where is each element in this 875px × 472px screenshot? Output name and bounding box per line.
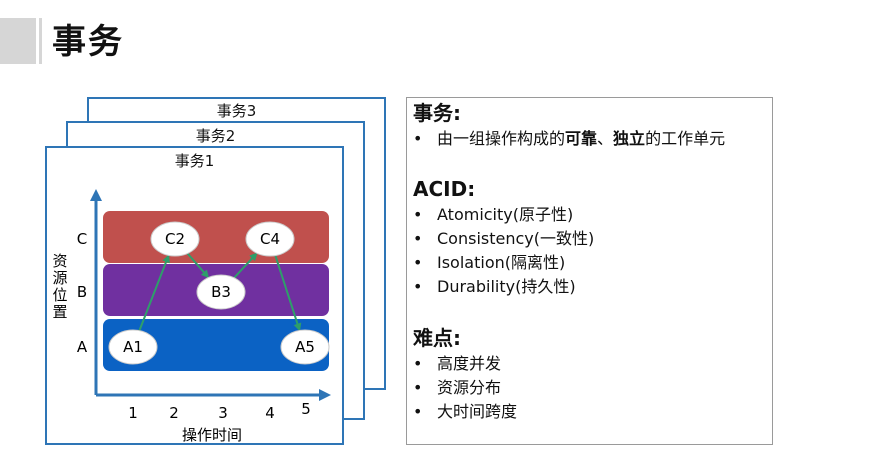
y-tick-label: B [77,283,87,301]
section-title-difficulties: 难点: [413,326,461,350]
y-tick-label: C [77,230,87,248]
difficulty-item: •大时间跨度 [413,402,518,421]
acid-item: •Atomicity(原子性) [413,205,574,224]
x-tick-label: 5 [301,400,311,418]
x-axis-label: 操作时间 [182,426,242,444]
bullet-dot: • [413,129,423,148]
transaction-definition: •由一组操作构成的可靠、独立的工作单元 [413,129,726,148]
y-axis-label: 资源位置 [52,252,67,321]
node-A5: A5 [280,329,330,365]
frame-label-1: 事务1 [174,152,215,170]
section-title-transaction: 事务: [413,101,461,125]
page-title: 事务 [52,22,124,62]
lane-C [103,211,329,263]
edge-B3-C4 [233,252,258,279]
edge-A1-C2 [138,254,170,331]
x-tick-label: 4 [265,404,275,422]
node-B3: B3 [196,274,246,310]
lane-A [103,319,329,371]
acid-item: •Isolation(隔离性) [413,253,566,272]
section-title-acid: ACID: [413,177,476,201]
x-tick-label: 2 [169,404,179,422]
x-tick-label: 1 [128,404,138,422]
node-C2: C2 [150,221,200,257]
acid-item: •Consistency(一致性) [413,229,595,248]
frame-label-3: 事务3 [216,102,257,120]
edge-C2-B3 [186,252,210,279]
node-label: A1 [123,338,143,356]
node-label: A5 [295,338,315,356]
node-C4: C4 [245,221,295,257]
difficulty-item: •资源分布 [413,378,502,397]
node-label: C2 [165,230,185,248]
edge-C4-A5 [274,255,302,332]
node-label: B3 [211,283,231,301]
node-A1: A1 [108,329,158,365]
title-accent-line [39,18,42,64]
node-label: C4 [260,230,280,248]
frame-label-2: 事务2 [195,127,236,145]
acid-item: •Durability(持久性) [413,277,576,296]
difficulty-item: •高度并发 [413,354,502,373]
x-tick-label: 3 [218,404,228,422]
title-accent-bar [0,18,36,64]
info-panel: 事务: •由一组操作构成的可靠、独立的工作单元 ACID: •Atomicity… [406,97,773,445]
y-tick-label: A [77,338,88,356]
